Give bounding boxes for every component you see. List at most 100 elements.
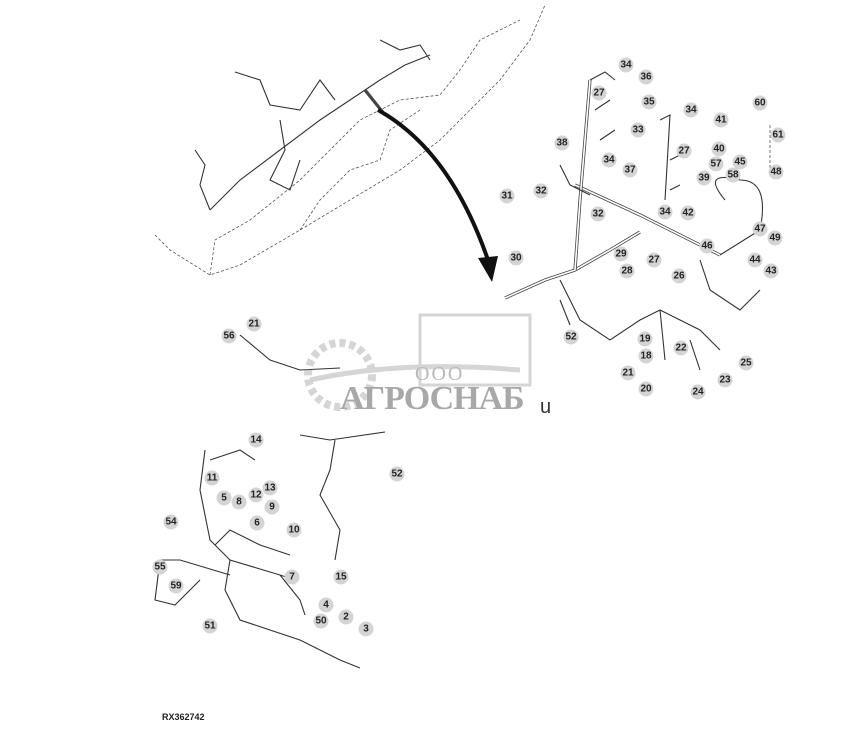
- callout-bubble: [389, 466, 405, 482]
- callout-bubble: [264, 499, 280, 515]
- callout-bubble: [284, 569, 300, 585]
- upper-harness: [194, 39, 431, 211]
- callout-34: 34: [657, 204, 673, 220]
- callout-18: 18: [638, 348, 654, 364]
- callout-21: 21: [620, 365, 636, 381]
- callout-number: 54: [165, 517, 177, 528]
- callout-bubble: [262, 480, 278, 496]
- callout-bubble: [508, 250, 524, 266]
- callout-bubble: [499, 188, 515, 204]
- callout-number: 21: [248, 319, 260, 330]
- callout-bubble: [313, 613, 329, 629]
- watermark-prefix: ООО: [415, 363, 465, 385]
- callout-47: 47: [752, 221, 768, 237]
- callout-bubble: [286, 522, 302, 538]
- callout-14: 14: [248, 432, 264, 448]
- callout-number: 8: [236, 497, 242, 508]
- callout-bubble: [641, 94, 657, 110]
- callout-bubble: [590, 206, 606, 222]
- callout-number: 58: [727, 170, 739, 181]
- callout-bubble: [204, 470, 220, 486]
- callout-number: 12: [250, 490, 262, 501]
- callout-bubble: [630, 122, 646, 138]
- callout-number: 13: [264, 483, 276, 494]
- callout-37: 37: [622, 162, 638, 178]
- callout-2: 2: [338, 609, 354, 625]
- callout-46: 46: [699, 238, 715, 254]
- arrow: [377, 108, 490, 261]
- callout-52: 52: [563, 329, 579, 345]
- callout-number: 11: [207, 473, 218, 484]
- callout-number: 33: [632, 125, 644, 136]
- callout-bubble: [168, 578, 184, 594]
- callout-number: 34: [620, 60, 632, 71]
- callout-34: 34: [601, 152, 617, 168]
- callout-bubble: [752, 95, 768, 111]
- watermark-logo: [304, 313, 532, 411]
- callout-bubble: [563, 329, 579, 345]
- callout-4: 4: [318, 597, 334, 613]
- callout-number: 32: [592, 209, 604, 220]
- callout-number: 15: [335, 572, 347, 583]
- callout-number: 24: [692, 387, 704, 398]
- callout-number: 38: [556, 138, 568, 149]
- callout-23: 23: [717, 372, 733, 388]
- callout-10: 10: [286, 522, 302, 538]
- callout-number: 27: [593, 88, 605, 99]
- callout-52: 52: [389, 466, 405, 482]
- callout-33: 33: [630, 122, 646, 138]
- callout-7: 7: [284, 569, 300, 585]
- callout-number: 48: [770, 167, 782, 178]
- callout-number: 34: [603, 155, 615, 166]
- callout-bubble: [601, 152, 617, 168]
- callout-number: 42: [682, 208, 694, 219]
- callout-number: 55: [154, 562, 166, 573]
- callout-bubble: [767, 230, 783, 246]
- callout-25: 25: [738, 355, 754, 371]
- callout-bubble: [690, 384, 706, 400]
- callout-number: 26: [673, 271, 685, 282]
- callout-35: 35: [641, 94, 657, 110]
- callout-bubble: [618, 57, 634, 73]
- callout-number: 22: [675, 343, 687, 354]
- cab-harness: [154, 334, 386, 669]
- callout-bubble: [680, 205, 696, 221]
- callout-28: 28: [619, 263, 635, 279]
- callout-number: 50: [315, 616, 327, 627]
- callout-21: 21: [246, 316, 262, 332]
- callout-number: 43: [765, 266, 777, 277]
- callout-bubble: [747, 252, 763, 268]
- callout-number: 40: [713, 144, 725, 155]
- callout-bubble: [696, 170, 712, 186]
- callout-number: 18: [640, 351, 652, 362]
- callout-24: 24: [690, 384, 706, 400]
- callout-bubble: [248, 487, 264, 503]
- callout-bubble: [725, 167, 741, 183]
- callout-bubble: [554, 135, 570, 151]
- callout-20: 20: [638, 381, 654, 397]
- callout-32: 32: [533, 183, 549, 199]
- callout-8: 8: [231, 494, 247, 510]
- callout-number: 7: [289, 572, 295, 583]
- callout-bubble: [333, 569, 349, 585]
- callout-39: 39: [696, 170, 712, 186]
- callout-bubble: [738, 355, 754, 371]
- callout-3: 3: [358, 621, 374, 637]
- callout-61: 61: [770, 127, 786, 143]
- callout-bubble: [646, 252, 662, 268]
- callout-number: 27: [648, 255, 660, 266]
- callout-bubble: [673, 340, 689, 356]
- callout-49: 49: [767, 230, 783, 246]
- tractor-outline: [154, 4, 546, 276]
- engine-harness: [504, 71, 771, 371]
- callout-bubble: [732, 154, 748, 170]
- callout-number: 39: [698, 173, 710, 184]
- callout-bubble: [676, 143, 692, 159]
- callout-55: 55: [152, 559, 168, 575]
- callout-number: 46: [701, 241, 713, 252]
- callout-bubble: [591, 85, 607, 101]
- callout-number: 2: [343, 612, 349, 623]
- callout-60: 60: [752, 95, 768, 111]
- callout-number: 61: [772, 130, 784, 141]
- callout-51: 51: [202, 618, 218, 634]
